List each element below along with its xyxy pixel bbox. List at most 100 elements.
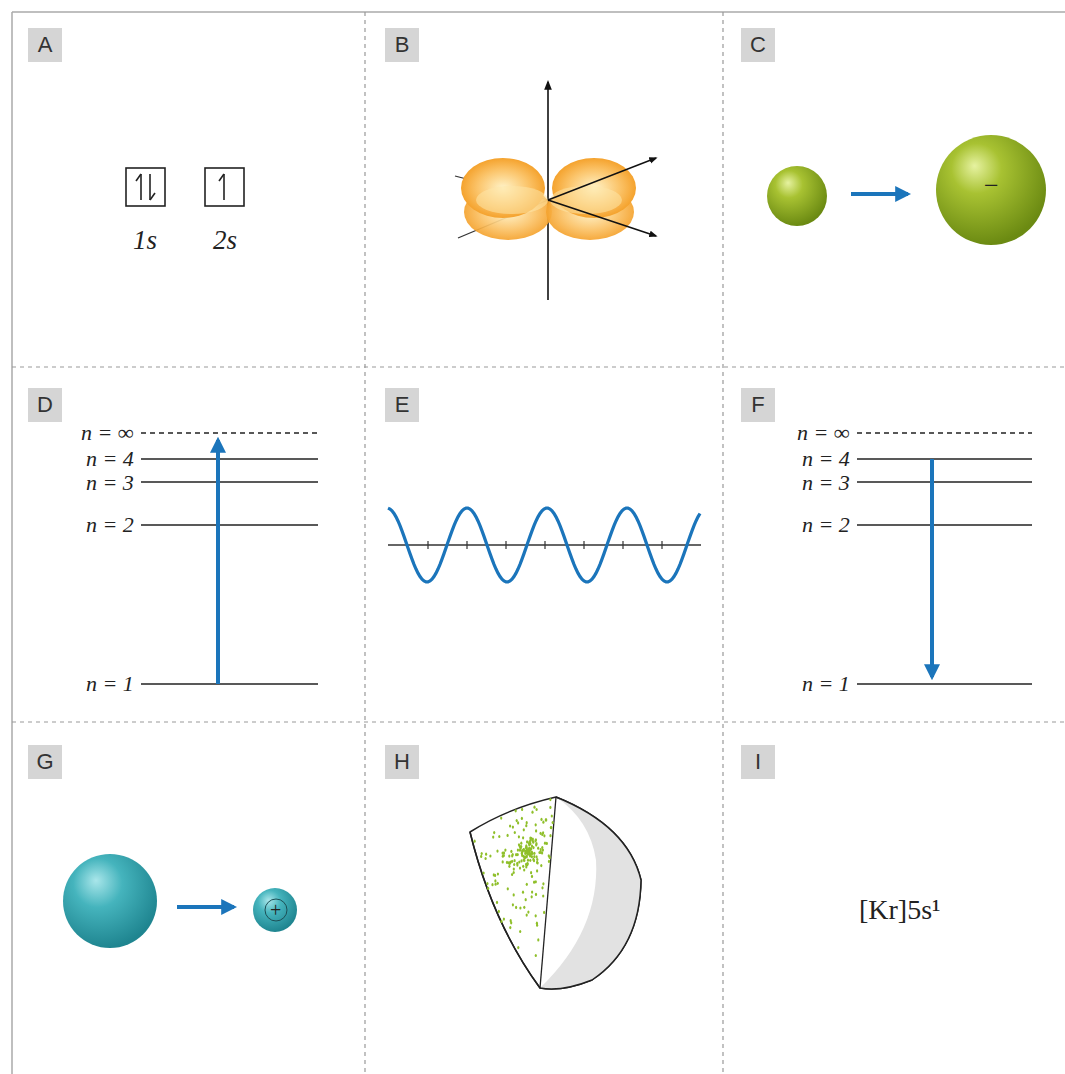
density-dot	[552, 821, 554, 824]
energy-levels-d	[141, 433, 318, 684]
density-dot	[497, 882, 499, 885]
panel-letter: F	[751, 394, 764, 416]
density-dot	[528, 847, 530, 850]
density-dot	[542, 894, 544, 897]
orbital-boxes	[126, 168, 244, 206]
density-dot	[521, 808, 523, 811]
density-dot	[498, 910, 500, 913]
density-dot	[531, 891, 533, 894]
density-dot	[503, 851, 505, 854]
density-dot	[529, 854, 531, 857]
density-dot	[494, 879, 496, 882]
panel-tag: I	[741, 745, 775, 779]
density-dot	[536, 869, 538, 872]
density-dot	[520, 859, 522, 862]
density-dot	[498, 835, 500, 838]
density-dot	[540, 818, 542, 821]
panel-tag: D	[28, 388, 62, 422]
density-dot	[516, 819, 518, 822]
density-dot	[513, 863, 515, 866]
density-dot	[526, 883, 528, 886]
density-dot	[519, 867, 521, 870]
density-dot	[512, 826, 514, 829]
axis-tick	[661, 541, 662, 549]
density-dot	[542, 882, 544, 885]
density-dot	[520, 847, 522, 850]
density-dot	[526, 855, 528, 858]
level-label: n = ∞	[797, 422, 850, 444]
panel-tag: F	[741, 388, 775, 422]
panel-tag: B	[385, 28, 419, 62]
density-dot	[526, 846, 528, 849]
p-orbital	[455, 82, 656, 300]
density-dot	[522, 865, 524, 868]
density-dot	[513, 868, 515, 871]
density-dot	[525, 865, 527, 868]
panel-tag: H	[385, 745, 419, 779]
panel-letter: I	[755, 751, 761, 773]
panel-letter: B	[395, 34, 410, 56]
density-dot	[514, 859, 516, 862]
panel-letter: A	[38, 34, 53, 56]
density-dot	[512, 903, 514, 906]
density-dot	[537, 861, 539, 864]
density-dot	[503, 918, 505, 921]
electron-configuration: [Kr]5s¹	[859, 896, 940, 924]
axis-tick	[583, 541, 584, 549]
wave	[388, 508, 701, 582]
density-dot	[528, 851, 530, 854]
level-label: n = 1	[86, 673, 134, 695]
density-dot	[526, 914, 528, 917]
density-dot	[537, 847, 539, 850]
density-dot	[532, 841, 534, 844]
density-dot	[525, 898, 527, 901]
density-dot	[526, 821, 528, 824]
density-dot	[528, 848, 530, 851]
density-dot	[485, 857, 487, 860]
density-dot	[495, 883, 497, 886]
density-dot	[504, 849, 506, 852]
panel-tag: E	[385, 388, 419, 422]
level-label: n = 3	[86, 472, 134, 494]
density-dot	[526, 862, 528, 865]
density-dot	[496, 850, 498, 853]
level-label: n = ∞	[81, 422, 134, 444]
density-dot	[510, 921, 512, 924]
density-dot	[549, 834, 551, 837]
density-dot	[526, 840, 528, 843]
density-dot	[523, 868, 525, 871]
panel-letter: C	[750, 34, 766, 56]
density-dot	[550, 826, 552, 829]
density-dot	[496, 901, 498, 904]
density-dot	[518, 860, 520, 863]
density-dot	[521, 817, 523, 820]
density-dot	[502, 855, 504, 858]
orbital-label: 2s	[213, 227, 237, 254]
density-dot	[500, 920, 502, 923]
charge-sign: −	[984, 173, 999, 199]
density-dot	[550, 826, 552, 829]
density-dot	[527, 911, 529, 914]
density-dot	[523, 828, 525, 831]
density-dot	[483, 871, 485, 874]
density-dot	[533, 855, 535, 858]
density-dot	[527, 862, 529, 865]
density-dot	[535, 829, 537, 832]
density-dot	[530, 837, 532, 840]
orbital-label: 1s	[133, 227, 157, 254]
density-dot	[531, 875, 533, 878]
density-dot	[497, 872, 499, 875]
density-dot	[521, 849, 523, 852]
density-dot	[525, 824, 527, 827]
density-dot	[513, 871, 515, 874]
density-dot	[535, 838, 537, 841]
density-dot	[509, 862, 511, 865]
density-dot	[533, 859, 535, 862]
density-dot	[503, 854, 505, 857]
panel-letter: G	[36, 751, 53, 773]
axis-tick	[622, 541, 623, 549]
panel-tag: C	[741, 28, 775, 62]
density-dot	[508, 855, 510, 858]
level-label: n = 4	[86, 448, 134, 470]
